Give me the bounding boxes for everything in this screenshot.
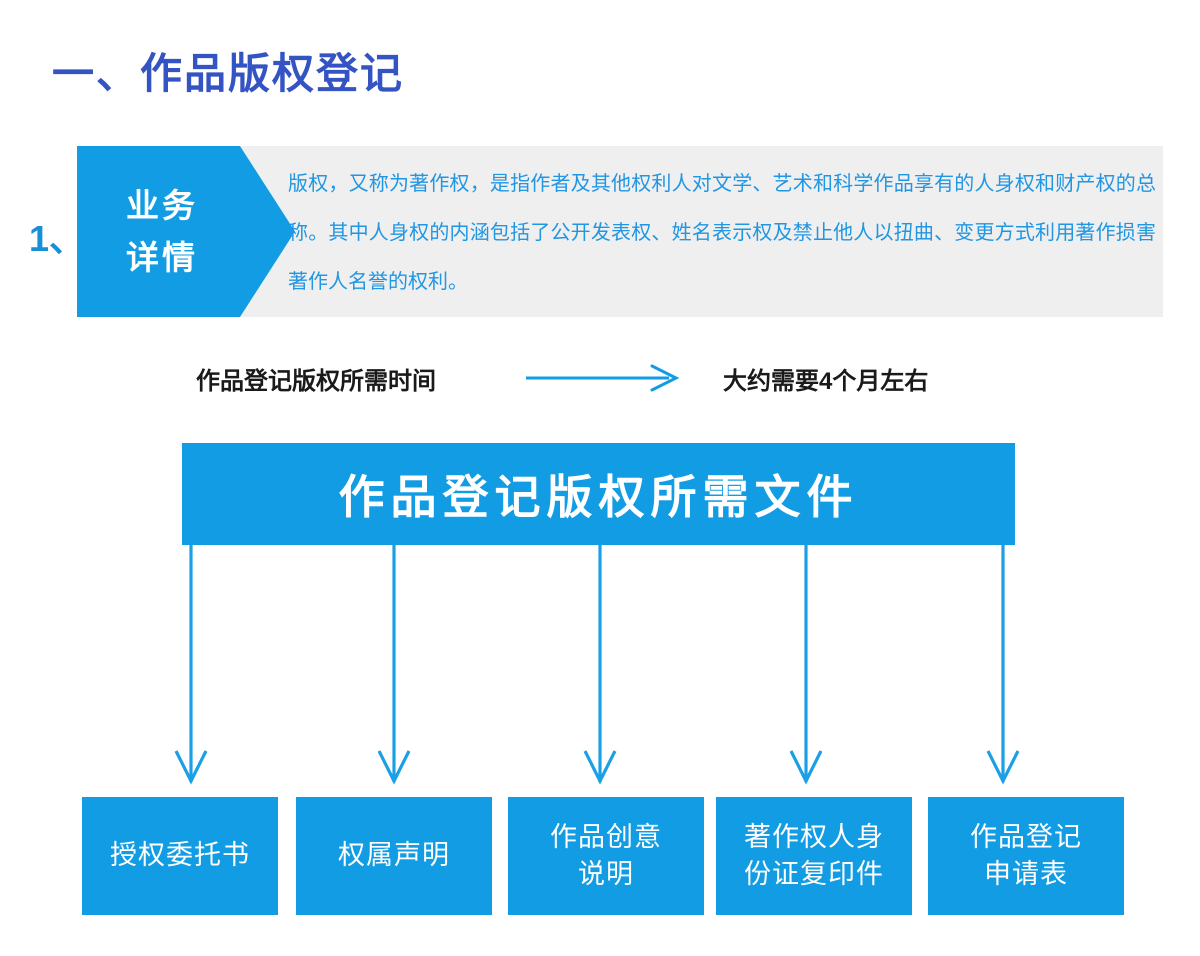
business-detail-paragraph: 版权，又称为著作权，是指作者及其他权利人对文学、艺术和科学作品享有的人身权和财产… xyxy=(288,173,1156,293)
document-box-0[interactable]: 授权委托书 xyxy=(82,797,278,915)
document-box-0-line-0: 授权委托书 xyxy=(110,840,250,871)
section-index-label: 1、 xyxy=(29,218,86,259)
arrow-right-icon xyxy=(526,364,681,392)
business-detail-tab-line-1: 业务 xyxy=(126,187,198,225)
document-box-1[interactable]: 权属声明 xyxy=(296,797,492,915)
document-box-list: 授权委托书 权属声明 作品创意 说明 著作权人身 份证复印件 作品登记 申请表 xyxy=(0,797,1200,915)
document-box-3-line-0: 著作权人身 xyxy=(744,821,884,852)
document-box-4-line-1: 申请表 xyxy=(984,859,1068,889)
document-box-2-line-1: 说明 xyxy=(578,859,634,889)
document-box-4-line-0: 作品登记 xyxy=(970,821,1082,852)
document-box-4[interactable]: 作品登记 申请表 xyxy=(928,797,1124,915)
timing-value: 大约需要4个月左右 xyxy=(723,367,929,395)
business-detail-tab-line-2: 详情 xyxy=(126,238,198,276)
documents-header-label: 作品登记版权所需文件 xyxy=(338,471,859,523)
document-box-3[interactable]: 著作权人身 份证复印件 xyxy=(716,797,912,915)
timing-row: 作品登记版权所需时间 大约需要4个月左右 xyxy=(196,358,996,398)
document-box-2-line-0: 作品创意 xyxy=(550,821,662,852)
timing-label: 作品登记版权所需时间 xyxy=(196,367,436,395)
detail-gray-band xyxy=(180,146,1163,317)
page-title: 一、作品版权登记 xyxy=(52,50,405,97)
document-box-1-line-0: 权属声明 xyxy=(338,840,450,871)
documents-header-bar: 作品登记版权所需文件 xyxy=(182,443,1015,545)
document-box-3-line-1: 份证复印件 xyxy=(744,859,884,889)
document-box-2[interactable]: 作品创意 说明 xyxy=(508,797,704,915)
